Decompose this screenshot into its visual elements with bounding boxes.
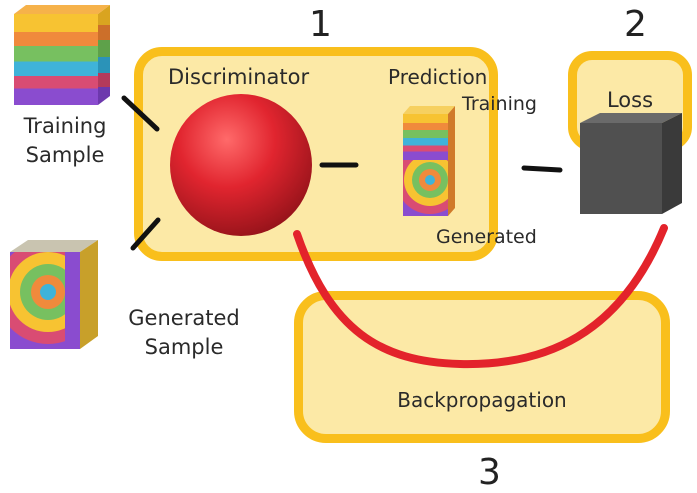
- discriminator-sphere-icon: [170, 94, 312, 236]
- discriminator-label: Discriminator: [168, 65, 310, 89]
- generated-sample-label: Generated Sample: [120, 304, 248, 362]
- prediction-label: Prediction: [388, 65, 488, 89]
- training-sample-label: Training Sample: [0, 112, 130, 170]
- connector-training-to-discriminator: [121, 95, 160, 132]
- generated-sample-cube-icon: [10, 240, 98, 349]
- generated-sample-label-line2: Sample: [144, 335, 224, 359]
- loss-cube-icon: [580, 113, 682, 214]
- backpropagation-label: Backpropagation: [397, 388, 567, 412]
- step-number-backpropagation: 3: [478, 452, 501, 493]
- training-sample-label-line2: Sample: [25, 143, 105, 167]
- prediction-generated-label: Generated: [436, 226, 537, 248]
- training-sample-cube-icon: [14, 5, 110, 105]
- generated-sample-label-line1: Generated: [128, 306, 240, 330]
- prediction-cube-icon: [403, 106, 455, 216]
- connector-generated-to-discriminator: [130, 217, 161, 251]
- step-number-discriminator: 1: [309, 4, 332, 45]
- step-number-loss: 2: [624, 4, 647, 45]
- prediction-training-label: Training: [462, 93, 537, 115]
- backpropagation-arc: [293, 224, 668, 369]
- connector-prediction-to-loss: [521, 165, 563, 173]
- training-sample-label-line1: Training: [23, 114, 107, 138]
- loss-label: Loss: [606, 88, 654, 112]
